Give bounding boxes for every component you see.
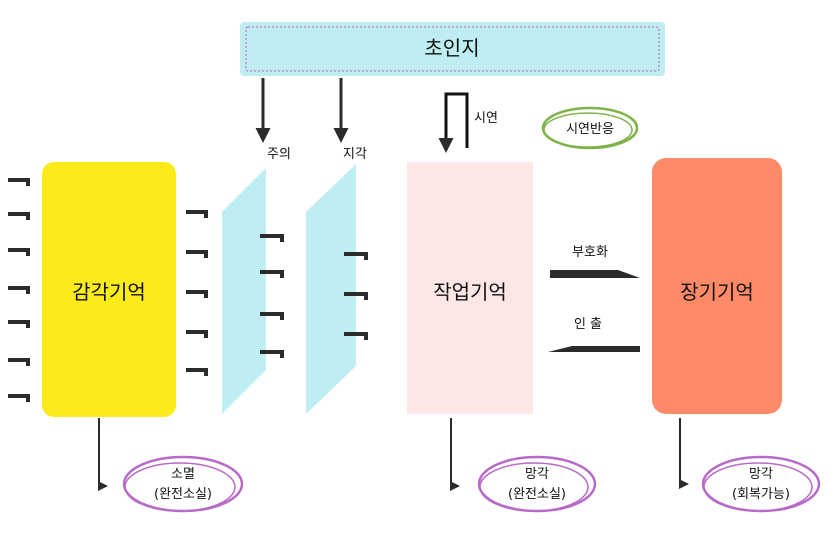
perception-filter [306, 164, 356, 414]
forgetting-ltm-line1: 망각 [749, 467, 773, 482]
sensory-output-arrows [186, 210, 208, 376]
metacognition-control-arrows [255, 78, 349, 143]
forgetting-ltm-line2: (회복가능) [732, 487, 790, 502]
metacognition-box: 초인지 [240, 22, 665, 76]
encoding-label: 부호화 [572, 245, 608, 260]
outcome-arrows [98, 418, 689, 491]
encoding-arrow: 부호화 [550, 245, 640, 278]
rehearsal-label: 시연 [474, 111, 498, 126]
forgetting-ltm-badge: 망각 (회복가능) [701, 455, 821, 513]
attention-filter [222, 168, 266, 414]
retrieval-label: 인 출 [574, 317, 602, 332]
forgetting-wm-line2: (완전소실) [508, 487, 566, 502]
extinction-line2: (완전소실) [154, 487, 212, 502]
rehearsal-response-label: 시연반응 [566, 122, 614, 137]
working-memory-label: 작업기억 [433, 280, 507, 304]
forgetting-wm-line1: 망각 [525, 467, 549, 482]
working-memory-box: 작업기억 [407, 162, 533, 414]
forgetting-wm-badge: 망각 (완전소실) [477, 455, 597, 513]
attention-output-arrows [260, 234, 284, 358]
perception-output-arrows [344, 252, 368, 340]
metacognition-label: 초인지 [424, 36, 479, 60]
long-term-memory-label: 장기기억 [680, 280, 754, 304]
rehearsal-loop-arrow [438, 92, 469, 153]
attention-label: 주의 [267, 147, 291, 162]
extinction-badge: 소멸 (완전소실) [122, 455, 244, 513]
extinction-line1: 소멸 [171, 467, 195, 482]
long-term-memory-box: 장기기억 [652, 158, 782, 414]
sensory-input-arrows [8, 178, 30, 402]
sensory-memory-box: 감각기억 [42, 162, 176, 417]
retrieval-arrow: 인 출 [548, 317, 640, 352]
sensory-memory-label: 감각기억 [72, 280, 146, 304]
rehearsal-response-badge: 시연반응 [541, 106, 639, 150]
perception-label: 지각 [343, 147, 367, 162]
